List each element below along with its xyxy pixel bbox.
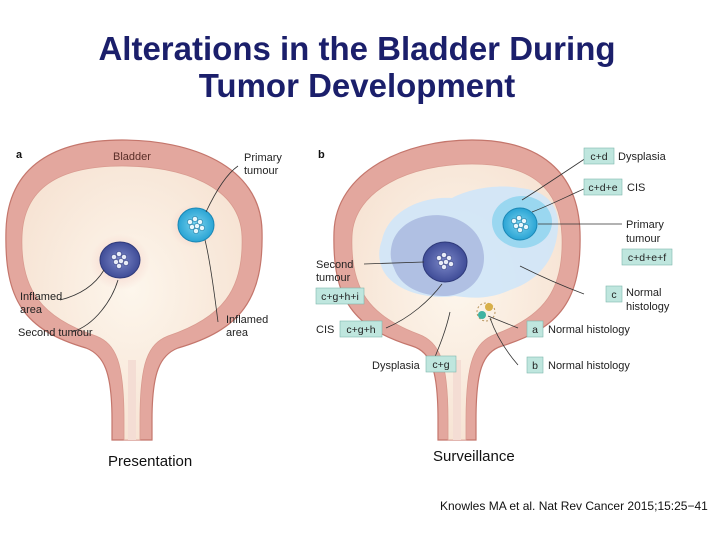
code-box-cis-left [339, 320, 383, 338]
slide-title-line2: Tumor Development [198, 67, 516, 104]
code-box-normal-a [526, 320, 544, 338]
code-normal-c: c [611, 289, 616, 301]
code-cis-left: c+g+h [346, 324, 375, 336]
leader-lines-b [363, 157, 622, 366]
code-box-primary [621, 248, 673, 266]
panel-a: a Bladder [5, 139, 282, 441]
label-cis-top: CIS [627, 182, 645, 194]
code-box-dysplasia-bottom [425, 355, 457, 373]
panel-a-letter: a [16, 149, 23, 161]
code-normal-b: b [532, 360, 538, 372]
cell-cluster-icon [511, 215, 529, 233]
normal-cell-b [485, 303, 493, 311]
code-box-normal-b [526, 356, 544, 374]
label-dysplasia-top: Dysplasia [618, 151, 667, 163]
leader-lines-a [59, 165, 239, 333]
primary-label-b-2: tumour [626, 233, 661, 245]
normal-c-label-1: Normal [626, 287, 661, 299]
panel-b-letter: b [318, 149, 325, 161]
organ-label-a: Bladder [113, 151, 151, 163]
normal-region-outline [476, 302, 496, 322]
caption-presentation: Presentation [108, 453, 193, 470]
code-box-second [315, 287, 365, 305]
panel-b: b [315, 139, 673, 441]
code-box-dysplasia-top [583, 147, 615, 165]
primary-label-a-2: tumour [244, 165, 279, 177]
code-cis-top: c+d+e [588, 182, 617, 194]
code-box-normal-c [605, 285, 623, 303]
code-normal-a: a [532, 324, 538, 336]
code-primary: c+d+e+f [628, 252, 666, 264]
inflamed-right-label-2: area [226, 327, 249, 339]
dysplasia-bottom-label: Dysplasia [372, 360, 421, 372]
cis-left-label: CIS [316, 324, 334, 336]
slide-title-line1: Alterations in the Bladder During [98, 30, 616, 67]
cell-cluster-icon [111, 251, 129, 269]
code-box-cis-top [583, 178, 623, 196]
normal-c-label-2: histology [626, 301, 670, 313]
code-dysplasia-bottom: c+g [432, 359, 449, 371]
caption-surveillance: Surveillance [433, 448, 515, 465]
second-tumour-label-a: Second tumour [18, 327, 93, 339]
normal-b-label: Normal histology [548, 360, 630, 372]
second-label-b-1: Second [316, 259, 353, 271]
code-dysplasia-top: c+d [590, 151, 607, 163]
second-label-b-2: tumour [316, 272, 351, 284]
citation: Knowles MA et al. Nat Rev Cancer 2015;15… [440, 499, 708, 513]
primary-label-b-1: Primary [626, 219, 664, 231]
normal-a-label: Normal histology [548, 324, 630, 336]
cell-cluster-icon [187, 216, 205, 234]
urethra-a [128, 360, 136, 440]
normal-cell-a [478, 311, 486, 319]
inflamed-right-label-1: Inflamed [226, 314, 268, 326]
cell-cluster-icon [436, 252, 454, 270]
inflamed-left-label-2: area [20, 304, 43, 316]
primary-label-a-1: Primary [244, 152, 282, 164]
inflamed-left-label-1: Inflamed [20, 291, 62, 303]
code-second: c+g+h+i [321, 291, 359, 303]
urethra-b [453, 360, 461, 440]
